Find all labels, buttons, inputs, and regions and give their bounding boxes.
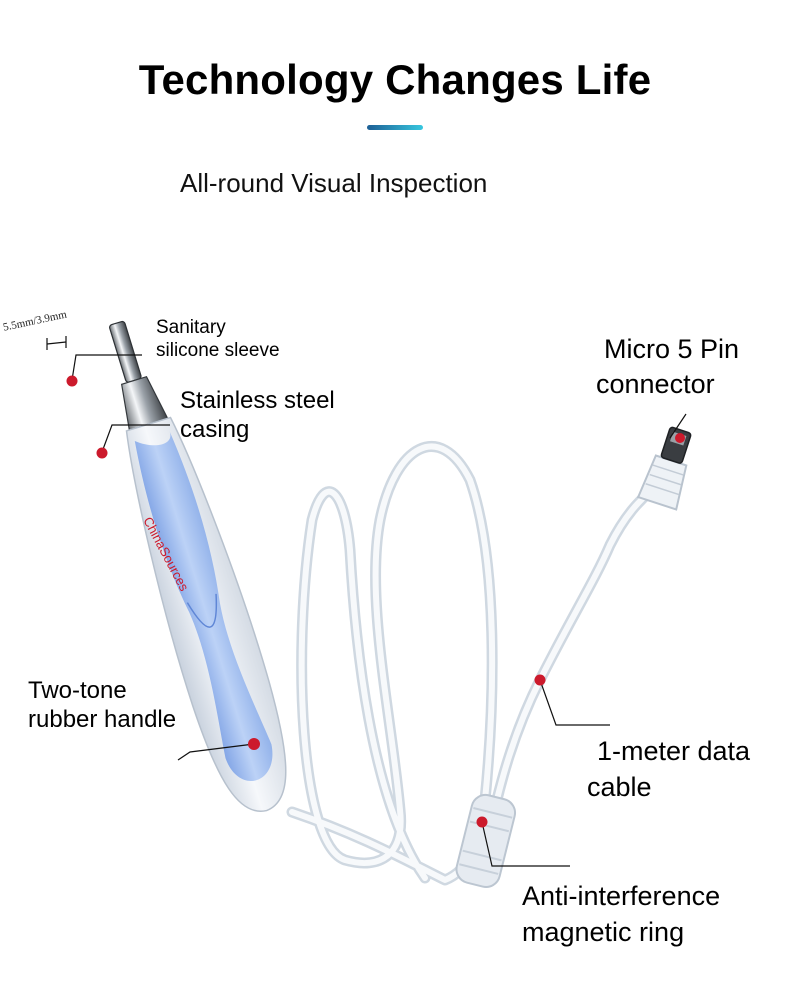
callout-handle-line1: Two-tone [28,677,127,704]
callout-ring-line2: magnetic ring [522,917,685,948]
page-title: Technology Changes Life [138,56,652,103]
callout-leader-lines [71,354,687,867]
callout-cable-line1: 1-meter data [597,736,751,766]
callout-sleeve-line1: Sanitary [156,317,226,338]
callout-handle: Two-tone rubber handle [28,676,176,735]
title-accent-bar [367,125,423,130]
callout-connector: Micro 5 Pin connector [596,332,739,402]
callout-sleeve: Sanitary silicone sleeve [156,316,280,362]
callout-sleeve-line2: silicone sleeve [156,340,280,362]
callout-handle-line2: rubber handle [28,706,177,734]
page-subtitle: All-round Visual Inspection [180,168,488,198]
callout-casing: Stainless steel casing [180,386,335,445]
otoscope-handle [109,320,287,813]
callout-cable: 1-meter data cable [587,733,750,806]
callout-casing-line1: Stainless steel [180,387,335,414]
callout-markers [66,375,685,828]
callout-connector-line2: connector [596,369,715,400]
micro-usb-connector [636,426,692,511]
callout-ring-line1: Anti-interference [522,881,721,911]
callout-casing-line2: casing [180,416,250,444]
size-dimension-marker [46,336,67,350]
callout-ring: Anti-interference magnetic ring [522,878,720,951]
callout-cable-line2: cable [587,772,652,803]
callout-connector-line1: Micro 5 Pin [604,334,740,364]
